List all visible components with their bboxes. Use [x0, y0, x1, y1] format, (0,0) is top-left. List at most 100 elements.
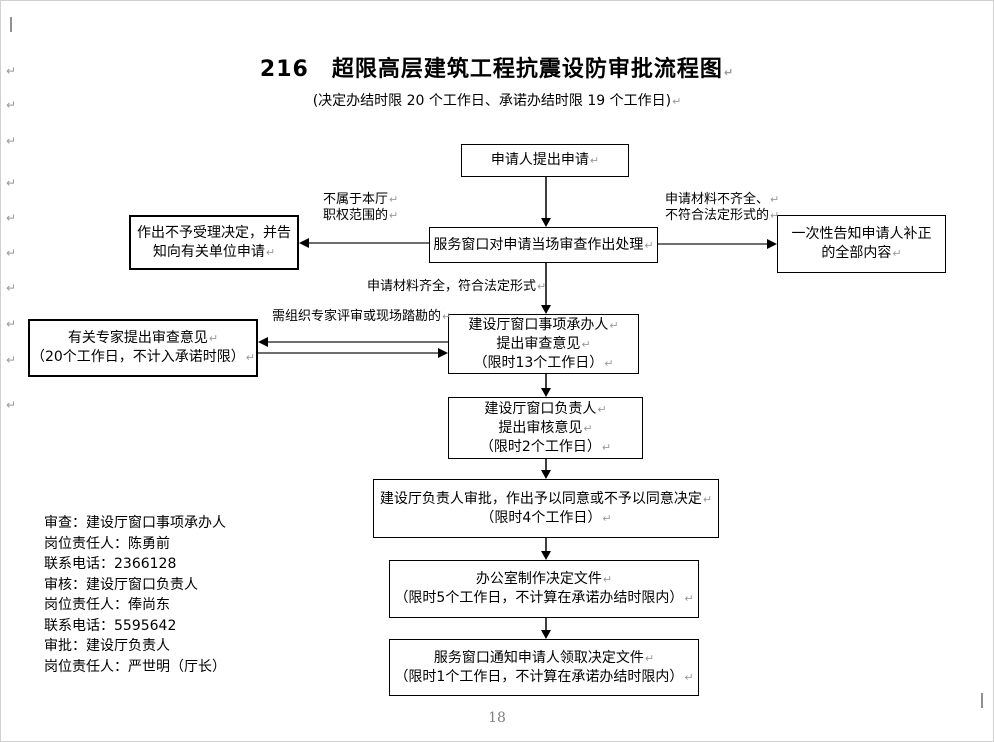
page-subtitle-text: (决定办结时限 20 个工作日、承诺办结时限 19 个工作日) [312, 93, 672, 109]
page-title-text: 216 超限高层建筑工程抗震设防审批流程图 [259, 57, 723, 82]
arrow-down-icon [541, 305, 551, 314]
flow-box-notify-applicant: 服务窗口通知申请人领取决定文件↵ （限时1个工作日，不计算在承诺办结时限内）↵ [389, 639, 699, 696]
paragraph-mark-icon: ↵ [702, 492, 713, 506]
text-boundary-mark [981, 693, 983, 708]
flow-box-text: 服务窗口通知申请人领取决定文件 [433, 649, 644, 666]
paragraph-mark-icon: ↵ [892, 247, 902, 260]
flow-box-text: 提出审查意见 [496, 335, 581, 352]
paragraph-mark-icon: ↵ [6, 398, 17, 412]
paragraph-mark-icon: ↵ [604, 356, 614, 370]
label-not-in-authority: 不属于本厅↵ 职权范围的↵ [323, 192, 398, 224]
paragraph-mark-icon: ↵ [6, 176, 17, 190]
arrow-down-icon [541, 551, 551, 560]
responsibility-info-block: 审查：建设厅窗口事项承办人 岗位责任人：陈勇前 联系电话：2366128 审核：… [44, 513, 226, 677]
flow-box-expert-review: 有关专家提出审查意见↵ （20个工作日，不计入承诺时限）↵ [28, 319, 258, 377]
paragraph-mark-icon: ↵ [6, 353, 17, 367]
paragraph-mark-icon: ↵ [6, 98, 17, 112]
label-text: 申请材料齐全，符合法定形式 [367, 279, 537, 294]
flow-box-text: 办公室制作决定文件 [475, 571, 602, 587]
flow-box-text: 的全部内容 [821, 245, 892, 261]
flow-box-text: （限时4个工作日） [480, 509, 602, 526]
page-number: 18 [488, 710, 506, 726]
paragraph-mark-icon: ↵ [442, 310, 452, 323]
info-line: 审核：建设厅窗口负责人 [44, 576, 198, 593]
flow-box-office-make-document: 办公室制作决定文件↵ （限时5个工作日，不计算在承诺办结时限内）↵ [389, 560, 699, 618]
flow-box-text: 有关专家提出审查意见 [67, 330, 208, 346]
label-complete-materials: 申请材料齐全，符合法定形式↵ [367, 279, 546, 295]
arrow-down-icon [541, 470, 551, 479]
flow-box-reject-decision: 作出不予受理决定，并告 知向有关单位申请↵ [129, 215, 299, 270]
paragraph-mark-icon: ↵ [208, 332, 219, 345]
arrow-right-icon [438, 348, 448, 358]
flow-box-window-handler-review: 建设厅窗口事项承办人↵ 提出审查意见↵ （限时13个工作日）↵ [448, 314, 639, 374]
paragraph-mark-icon: ↵ [389, 193, 399, 206]
info-line: 审查：建设厅窗口事项承办人 [44, 515, 226, 531]
flow-box-text: 知向有关单位申请 [152, 243, 265, 260]
flow-box-text: （20个工作日，不计入承诺时限） [30, 349, 245, 365]
paragraph-mark-icon: ↵ [6, 64, 17, 78]
flow-box-text: （限时2个工作日） [479, 438, 601, 455]
connector-line [267, 341, 448, 343]
flow-box-text: 一次性告知申请人补正 [791, 226, 932, 242]
paragraph-mark-icon: ↵ [770, 193, 780, 206]
paragraph-mark-icon: ↵ [6, 134, 17, 148]
connector-line [258, 352, 439, 354]
paragraph-mark-icon: ↵ [389, 209, 399, 222]
arrow-down-icon [541, 630, 551, 639]
flow-box-one-time-notice: 一次性告知申请人补正 的全部内容↵ [777, 215, 946, 273]
paragraph-mark-icon: ↵ [601, 440, 612, 454]
connector-line [658, 243, 768, 245]
arrow-right-icon [767, 239, 777, 249]
paragraph-mark-icon: ↵ [583, 421, 593, 435]
connector-line [545, 263, 547, 306]
connector-line [545, 538, 547, 552]
flow-box-text: 服务窗口对申请当场审查作出处理 [433, 236, 644, 253]
arrow-left-icon [258, 337, 268, 347]
connector-line [308, 242, 429, 244]
paragraph-mark-icon: ↵ [265, 245, 276, 259]
text-cursor-mark [10, 17, 12, 32]
page-subtitle: (决定办结时限 20 个工作日、承诺办结时限 19 个工作日) ↵ [1, 90, 993, 110]
paragraph-mark-icon: ↵ [684, 592, 694, 605]
flow-box-text: 建设厅窗口负责人 [484, 400, 597, 417]
arrow-down-icon [541, 218, 551, 227]
paragraph-mark-icon: ↵ [6, 317, 17, 331]
paragraph-mark-icon: ↵ [581, 337, 591, 351]
flow-box-text: （限时1个工作日，不计算在承诺办结时限内） [394, 668, 684, 685]
paragraph-mark-icon: ↵ [644, 238, 654, 252]
flow-box-service-window-review: 服务窗口对申请当场审查作出处理↵ [429, 227, 658, 263]
paragraph-mark-icon: ↵ [723, 66, 735, 79]
info-line: 联系电话：5595642 [44, 617, 177, 634]
arrow-down-icon [541, 388, 551, 397]
flow-box-text: 建设厅负责人审批，作出予以同意或不予以同意决定 [379, 490, 702, 507]
flow-box-window-chief-check: 建设厅窗口负责人↵ 提出审核意见↵ （限时2个工作日）↵ [448, 397, 643, 459]
paragraph-mark-icon: ↵ [597, 402, 607, 416]
info-line: 联系电话：2366128 [44, 556, 177, 572]
paragraph-mark-icon: ↵ [602, 511, 612, 525]
flow-box-text: 作出不予受理决定，并告 [137, 224, 291, 241]
paragraph-mark-icon: ↵ [609, 318, 619, 332]
connector-line [545, 374, 547, 389]
info-line: 岗位责任人：严世明（厅长） [44, 658, 226, 675]
paragraph-mark-icon: ↵ [602, 573, 613, 586]
flow-box-text: 申请人提出申请 [490, 152, 589, 168]
label-text: 职权范围的 [323, 208, 389, 223]
label-expert-review-needed: 需组织专家评审或现场踏勘的↵ [272, 309, 451, 325]
flow-box-dept-head-approval: 建设厅负责人审批，作出予以同意或不予以同意决定↵ （限时4个工作日）↵ [373, 479, 719, 538]
arrow-left-icon [299, 238, 309, 248]
paragraph-mark-icon: ↵ [644, 651, 655, 665]
flow-box-text: 建设厅窗口事项承办人 [468, 316, 609, 333]
info-line: 岗位责任人：陈勇前 [44, 535, 170, 552]
label-incomplete-materials: 申请材料不齐全、↵ 不符合法定形式的↵ [665, 192, 779, 224]
page-title: 216 超限高层建筑工程抗震设防审批流程图↵ [1, 51, 993, 83]
flow-box-applicant: 申请人提出申请↵ [461, 144, 629, 177]
label-text: 需组织专家评审或现场踏勘的 [272, 309, 442, 324]
connector-line [545, 459, 547, 471]
flow-box-text: （限时5个工作日，不计算在承诺办结时限内） [394, 590, 684, 606]
connector-line [545, 177, 547, 219]
paragraph-mark-icon: ↵ [6, 281, 17, 295]
paragraph-mark-icon: ↵ [537, 280, 547, 293]
label-text: 申请材料不齐全、 [665, 192, 770, 207]
paragraph-mark-icon: ↵ [6, 211, 17, 225]
